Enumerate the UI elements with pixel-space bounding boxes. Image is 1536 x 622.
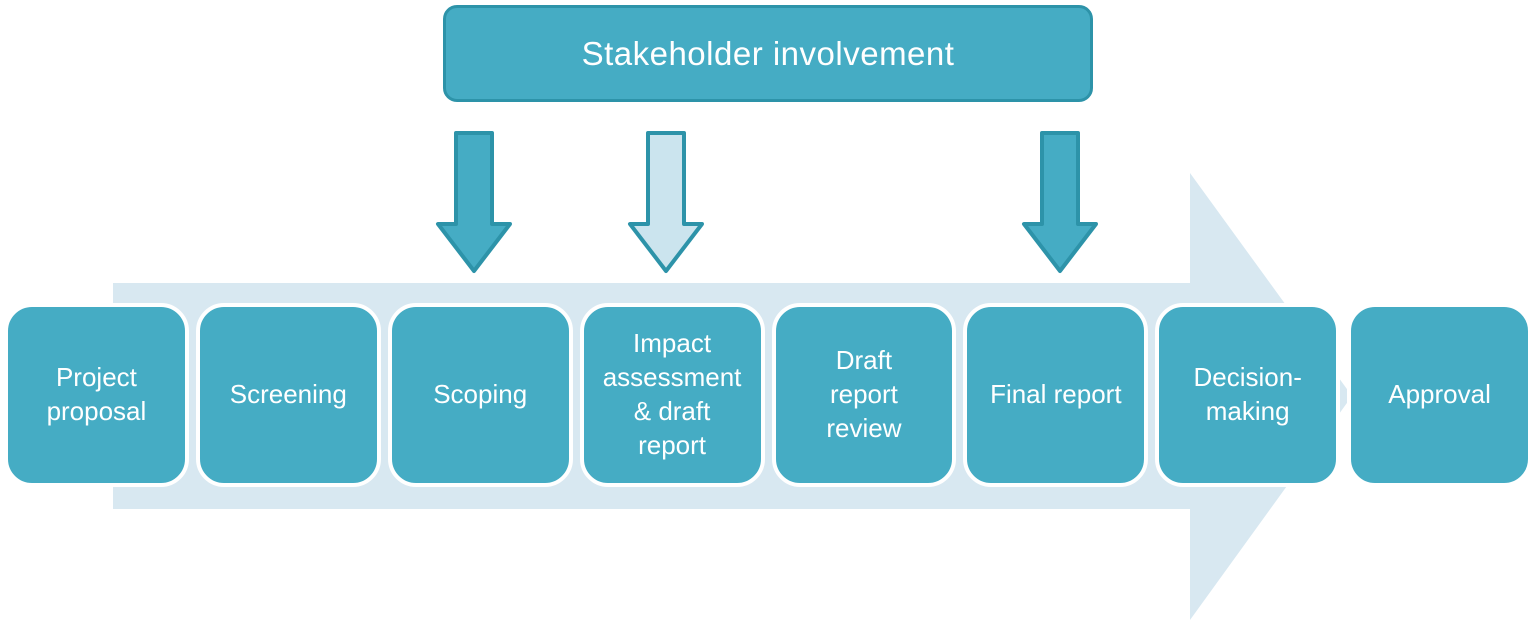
process-steps-row: Project proposal Screening Scoping Impac… (4, 303, 1532, 487)
step-label: Decision- making (1193, 362, 1302, 426)
step-label: Impact assessment & draft report (602, 328, 742, 460)
process-step-project-proposal: Project proposal (4, 303, 189, 487)
step-label: Project proposal (46, 362, 147, 426)
down-arrow-icon (436, 131, 512, 273)
step-label: Scoping (433, 379, 528, 410)
step-label: Draft report review (826, 345, 902, 443)
stakeholder-involvement-label: Stakeholder involvement (581, 34, 955, 72)
process-step-decision-making: Decision- making (1155, 303, 1341, 487)
process-step-scoping: Scoping (387, 303, 573, 487)
step-label: Approval (1388, 379, 1491, 410)
process-step-impact-assessment: Impact assessment & draft report (579, 303, 765, 487)
step-label: Final report (990, 379, 1122, 410)
down-arrow-icon (1022, 131, 1098, 273)
process-step-screening: Screening (195, 303, 381, 487)
step-label: Screening (229, 379, 347, 410)
stakeholder-involvement-box: Stakeholder involvement (443, 5, 1093, 102)
down-arrow-light-icon (628, 131, 704, 273)
process-step-draft-report-review: Draft report review (771, 303, 957, 487)
process-step-approval: Approval (1347, 303, 1532, 487)
process-step-final-report: Final report (963, 303, 1149, 487)
